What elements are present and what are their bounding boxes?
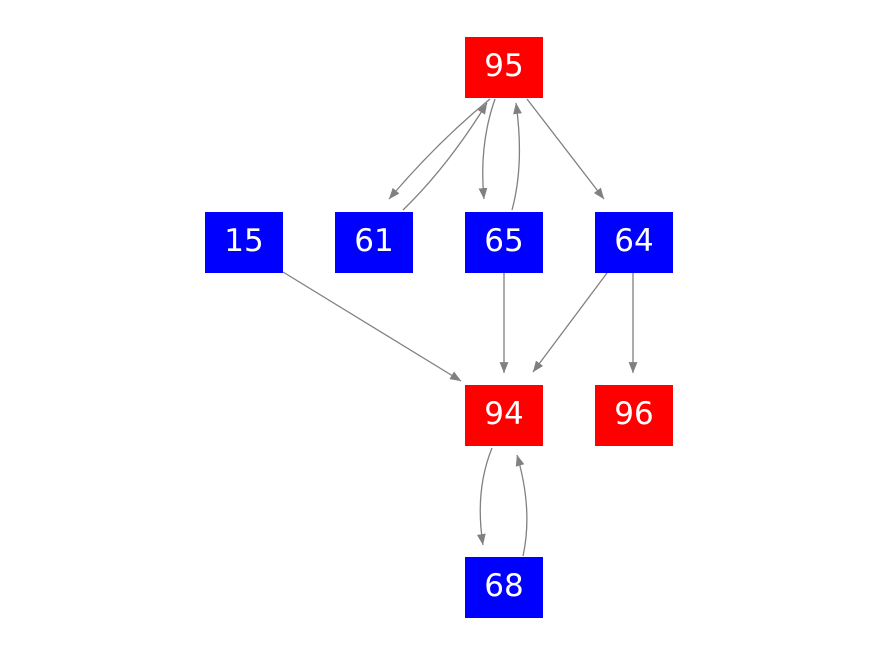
edge-95-65	[478, 98, 496, 200]
graph-node-65[interactable]: 65	[465, 212, 543, 273]
graph-node-label: 15	[224, 223, 264, 259]
graph-node-68[interactable]: 68	[465, 557, 543, 618]
graph-node-64[interactable]: 64	[595, 212, 673, 273]
graph-node-61[interactable]: 61	[335, 212, 413, 273]
graph-node-95[interactable]: 95	[465, 37, 543, 98]
graph-node-label: 64	[614, 223, 654, 259]
edge-94-68	[476, 447, 493, 546]
edge-65-95	[511, 102, 522, 211]
edge-61-95	[402, 102, 488, 211]
edge-64-94	[532, 272, 608, 373]
graph-node-label: 96	[614, 396, 654, 432]
edge-95-64	[526, 98, 605, 200]
graph-node-label: 95	[484, 48, 524, 84]
edge-68-94	[515, 454, 528, 557]
graph-node-label: 61	[354, 223, 394, 259]
graph-node-96[interactable]: 96	[595, 385, 673, 446]
graph-node-label: 94	[484, 396, 524, 432]
graph-node-94[interactable]: 94	[465, 385, 543, 446]
edge-95-61	[388, 98, 491, 200]
graph-node-label: 68	[484, 568, 524, 604]
edge-15-94	[282, 271, 462, 382]
graph-node-label: 65	[484, 223, 524, 259]
graph-node-15[interactable]: 15	[205, 212, 283, 273]
